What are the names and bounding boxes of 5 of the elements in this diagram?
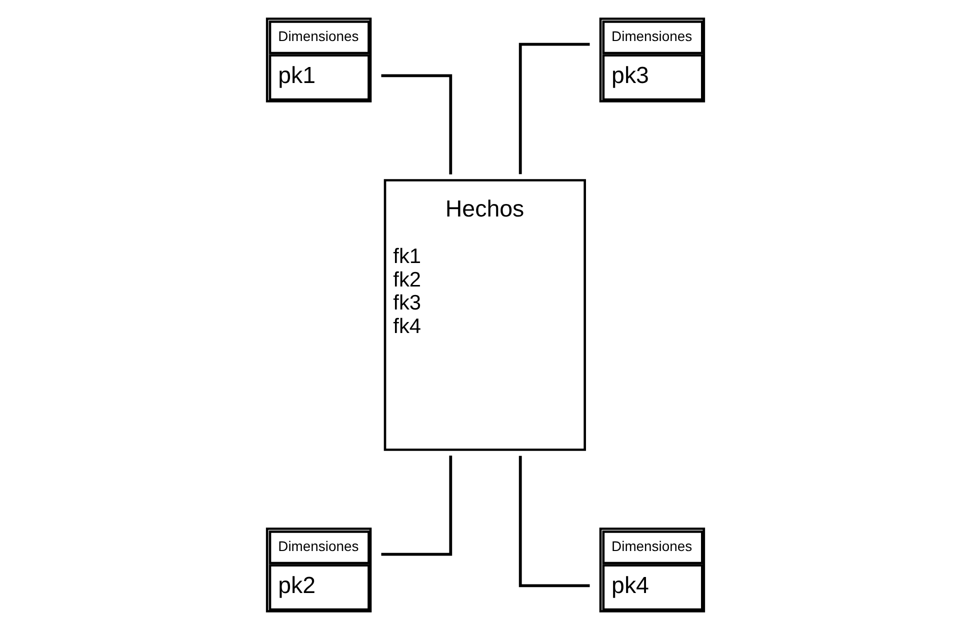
connector [518, 42, 590, 174]
connector [381, 456, 452, 556]
connector [381, 74, 452, 174]
node-box: Hechos fk1 fk2 fk3 fk4 [384, 179, 586, 451]
connector [518, 456, 590, 588]
